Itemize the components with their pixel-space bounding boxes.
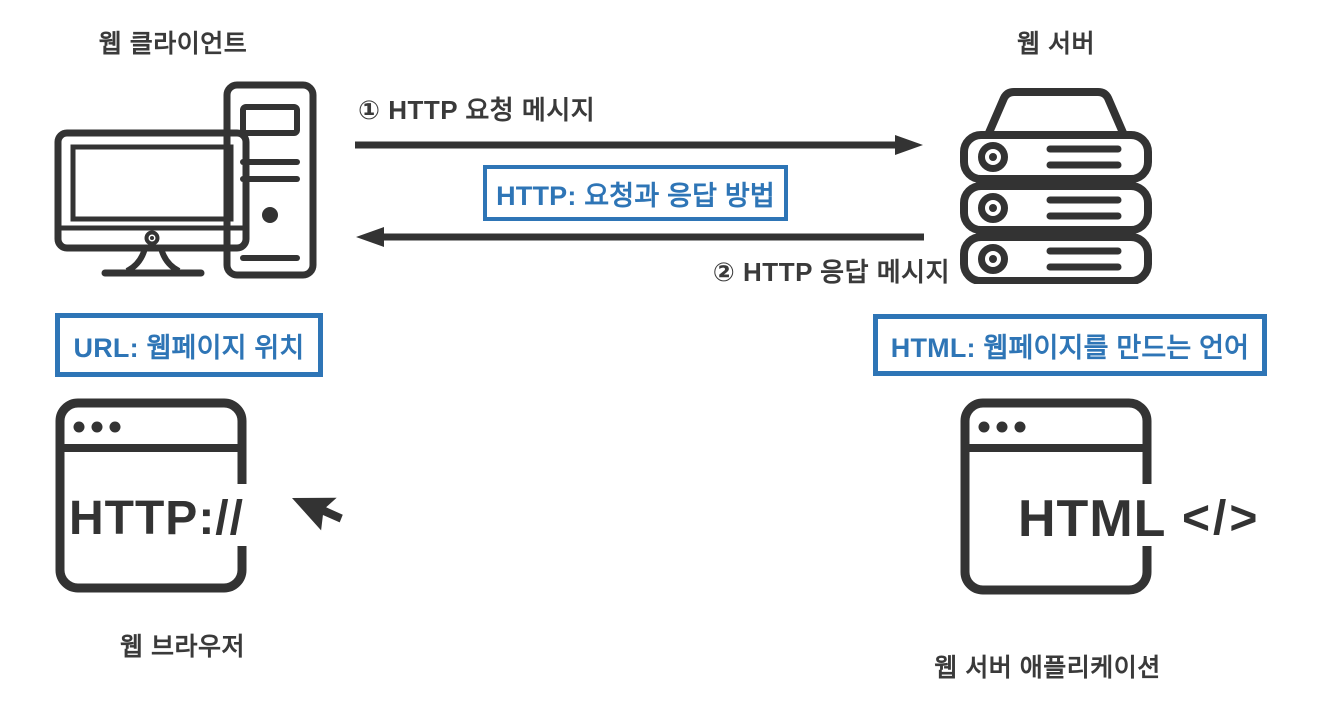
monitor-icon <box>54 129 250 252</box>
web-server-app-icon: HTML </> <box>960 398 1292 595</box>
browser-label: 웹 브라우저 <box>120 633 245 661</box>
server-title: 웹 서버 <box>1017 30 1095 58</box>
request-label: ① HTTP 요청 메시지 <box>358 95 596 125</box>
code-tag-icon: </> <box>1182 492 1260 545</box>
html-text: HTML <box>1018 490 1166 548</box>
url-concept-box: URL: 웹페이지 위치 <box>55 313 323 377</box>
response-label: ② HTTP 응답 메시지 <box>712 257 950 287</box>
web-client-computer-icon <box>54 81 317 279</box>
web-server-icon <box>960 88 1152 284</box>
client-title: 웹 클라이언트 <box>98 30 248 58</box>
server-app-label: 웹 서버 애플리케이션 <box>934 654 1161 682</box>
request-arrow-icon <box>355 135 923 155</box>
http-url-text: HTTP:// <box>69 492 244 545</box>
http-protocol-box: HTTP: 요청과 응답 방법 <box>483 165 788 221</box>
html-concept-box: HTML: 웹페이지를 만드는 언어 <box>873 314 1267 376</box>
cursor-icon <box>292 497 343 531</box>
web-browser-icon: HTTP:// <box>55 398 343 593</box>
tower-icon <box>223 81 317 279</box>
response-arrow-icon <box>356 227 924 247</box>
